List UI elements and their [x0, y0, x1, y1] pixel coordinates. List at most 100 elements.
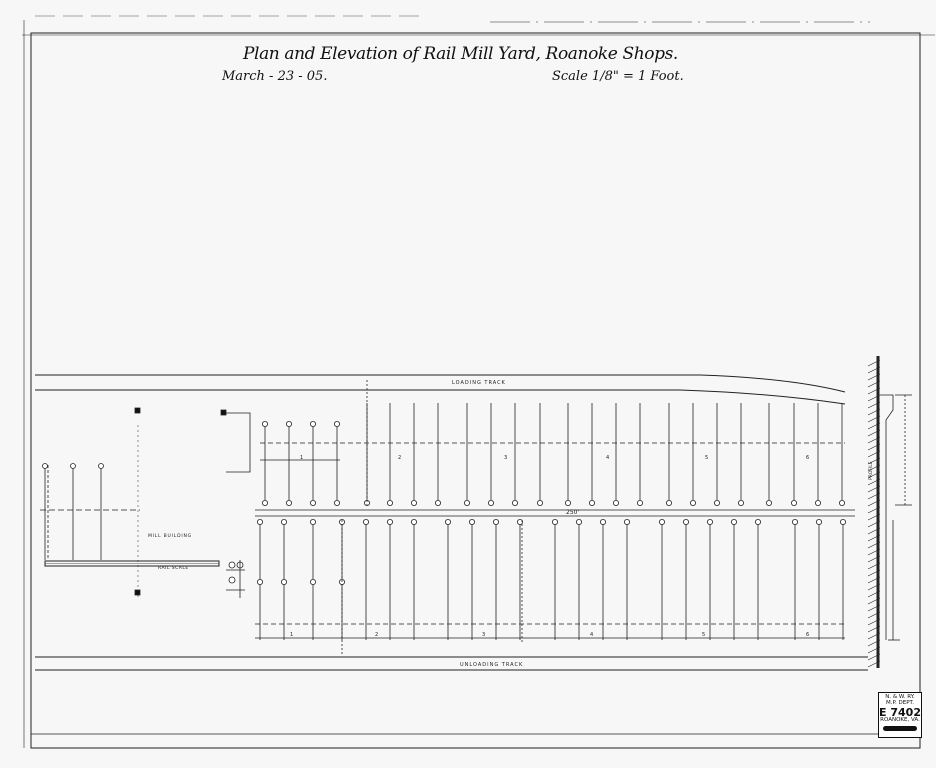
stamp-city: ROANOKE, VA. [880, 717, 920, 724]
bottom-post-head [816, 519, 823, 526]
profile-hatch [867, 408, 881, 416]
top-post-head [261, 420, 268, 427]
profile-hatch [867, 534, 881, 542]
profile-hatch [867, 527, 881, 535]
bottom-post-head [362, 519, 369, 526]
bottom-post-mid [256, 579, 263, 586]
bay-label-bottom: 3 [482, 632, 485, 638]
bay-label-bottom: 2 [375, 632, 378, 638]
profile-hatch [867, 597, 881, 605]
profile-label: PROFILE [868, 461, 874, 480]
top-post-head [285, 420, 292, 427]
top-post-base [261, 499, 268, 506]
profile-hatch [867, 436, 881, 444]
bottom-post-head [576, 519, 583, 526]
bay-label-bottom: 1 [290, 632, 293, 638]
top-post-base [285, 499, 292, 506]
top-post-base [434, 499, 441, 506]
profile-hatch [867, 478, 881, 486]
profile-hatch [867, 646, 881, 654]
profile-hatch [867, 443, 881, 451]
loading-track [35, 374, 846, 405]
crane-posts [255, 380, 855, 655]
profile-hatch [867, 366, 881, 374]
bay-label-bottom: 6 [806, 632, 809, 638]
stamp-dept: M.P. DEPT. [886, 699, 914, 706]
bay-label-top: 4 [606, 455, 609, 461]
bay-label-top: 5 [705, 455, 708, 461]
profile-hatch [867, 520, 881, 528]
profile-hatch [867, 499, 881, 507]
drawing-title: Plan and Elevation of Rail Mill Yard, Ro… [243, 44, 678, 64]
bay-label-bottom: 4 [590, 632, 593, 638]
bay-label-top: 2 [398, 455, 401, 461]
length-dimension: 250' [566, 509, 579, 516]
top-post-base [565, 499, 572, 506]
profile-hatch [867, 576, 881, 584]
bottom-post-head [386, 519, 393, 526]
profile-hatch [867, 632, 881, 640]
bay-label-top: 3 [504, 455, 507, 461]
bottom-post-head [755, 519, 762, 526]
top-post-base [410, 499, 417, 506]
top-post-base [512, 499, 519, 506]
profile-hatch [867, 583, 881, 591]
bay-label-top: 6 [806, 455, 809, 461]
bottom-post-mid [280, 579, 287, 586]
top-post-base [386, 499, 393, 506]
profile-hatch [867, 660, 881, 668]
profile-hatch [867, 373, 881, 381]
profile-hatch [867, 611, 881, 619]
bottom-post-head [600, 519, 607, 526]
bottom-post-head [624, 519, 631, 526]
bottom-post-head [256, 519, 263, 526]
profile-hatch [867, 604, 881, 612]
bottom-post-head [468, 519, 475, 526]
profile-hatch [867, 380, 881, 388]
stamp-number: E 7402 [879, 705, 921, 719]
top-post-base [463, 499, 470, 506]
profile-hatch [867, 548, 881, 556]
stamp-bar [883, 725, 917, 731]
loading-track-label: LOADING TRACK [452, 380, 506, 386]
bottom-post-head [280, 519, 287, 526]
bottom-post-head [840, 519, 847, 526]
profile-hatch [867, 457, 881, 465]
track-labels: LOADING TRACK UNLOADING TRACK MILL BUILD… [148, 380, 874, 668]
top-post-base [766, 499, 773, 506]
drawing-scale: Scale 1/8" = 1 Foot. [552, 69, 684, 84]
drawing-date: March - 23 - 05. [222, 69, 328, 84]
top-post-base [309, 499, 316, 506]
top-post-base [690, 499, 697, 506]
top-post-head [333, 420, 340, 427]
bottom-post-head [659, 519, 666, 526]
mill-area [40, 407, 251, 600]
top-post-base [613, 499, 620, 506]
profile-hatch [867, 618, 881, 626]
top-post-base [815, 499, 822, 506]
bottom-post-head [410, 519, 417, 526]
profile-hatch [867, 506, 881, 514]
bottom-post-head [309, 519, 316, 526]
profile-hatch [867, 429, 881, 437]
unloading-track-label: UNLOADING TRACK [460, 662, 523, 668]
profile-hatch [867, 625, 881, 633]
bottom-post-head [492, 519, 499, 526]
top-post-base [487, 499, 494, 506]
profile-hatch [867, 492, 881, 500]
stamp-railway: N. & W. RY. [885, 694, 915, 700]
unloading-track [35, 656, 868, 671]
top-post-base [738, 499, 745, 506]
profile-hatch [867, 569, 881, 577]
profile-hatch [867, 422, 881, 430]
profile-section [867, 356, 912, 668]
mill-building-label: MILL BUILDING [148, 533, 192, 539]
rail-scale-label: RAIL SCALE [158, 565, 189, 571]
top-post-base [839, 499, 846, 506]
top-post-base [666, 499, 673, 506]
bay-label-bottom: 5 [702, 632, 705, 638]
profile-hatch [867, 562, 881, 570]
